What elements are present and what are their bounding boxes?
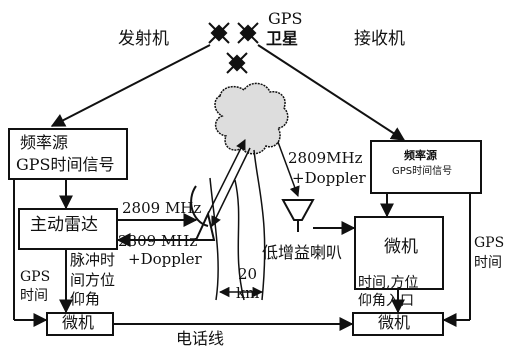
radar-dish-icon bbox=[194, 210, 216, 241]
doppler-right-label: +Doppler bbox=[292, 169, 366, 187]
satellite-to-receiver-arrow bbox=[257, 44, 406, 141]
distance-value-label: 20 bbox=[238, 265, 258, 283]
transmitter-label: 发射机 bbox=[118, 29, 169, 49]
terrain-line bbox=[253, 149, 266, 301]
gps-satellite-icon bbox=[208, 22, 259, 74]
distance-unit-label: km bbox=[236, 284, 260, 302]
bottom-right-computer-label: 微机 bbox=[378, 313, 411, 332]
left-freq-source-line1: 频率源 bbox=[20, 133, 69, 152]
terrain-line bbox=[234, 179, 245, 301]
active-radar-label: 主动雷达 bbox=[30, 215, 98, 235]
time-azimuth-line1: 时间,方位 bbox=[358, 275, 419, 291]
radar-beam-arrow bbox=[204, 139, 246, 221]
gps-satellite-label-line2: 卫星 bbox=[266, 29, 299, 48]
receiver-computer-box bbox=[354, 216, 444, 290]
active-radar-box bbox=[18, 208, 118, 250]
bottom-left-computer-box bbox=[46, 312, 114, 336]
right-freq-source-line2: GPS时间信号 bbox=[392, 166, 453, 177]
receiver-label: 接收机 bbox=[354, 29, 405, 49]
scatter-to-horn-arrow bbox=[277, 141, 300, 197]
gps-time-right-line1: GPS bbox=[474, 235, 505, 251]
gps-time-left-line1: GPS bbox=[20, 269, 51, 285]
gps-time-right-line2: 时间 bbox=[474, 255, 502, 271]
bottom-left-computer-label: 微机 bbox=[62, 313, 95, 332]
storm-cloud-icon bbox=[214, 82, 289, 155]
echo-return-arrow bbox=[211, 147, 251, 227]
tx-frequency-label: 2809 MHz bbox=[122, 199, 202, 217]
pulse-info-line3: 仰角 bbox=[70, 290, 101, 308]
terrain-line bbox=[209, 177, 219, 301]
gps-time-left-line2: 时间 bbox=[20, 288, 48, 304]
doppler-left-label: +Doppler bbox=[128, 250, 202, 268]
time-azimuth-line2: 仰角入口 bbox=[358, 293, 414, 309]
pulse-info-line2: 间方位 bbox=[70, 271, 116, 289]
right-frequency-label: 2809MHz bbox=[288, 149, 363, 167]
right-frequency-source-box bbox=[370, 140, 482, 194]
left-frequency-source-box bbox=[8, 128, 128, 180]
left-freq-source-line2: GPS时间信号 bbox=[16, 155, 115, 174]
phone-line-label: 电话线 bbox=[176, 329, 225, 348]
low-gain-horn-label: 低增益喇叭 bbox=[262, 243, 343, 262]
receiver-computer-label: 微机 bbox=[384, 237, 418, 257]
pulse-info-line1: 脉冲时 bbox=[70, 251, 116, 269]
rx-frequency-label: 2809 MHz bbox=[118, 232, 198, 250]
radar-reflector-icon bbox=[190, 185, 209, 227]
bottom-right-computer-box bbox=[352, 312, 444, 336]
right-freq-source-line1: 频率源 bbox=[404, 149, 437, 162]
horn-antenna-icon bbox=[281, 199, 315, 221]
satellite-to-transmitter-arrow bbox=[50, 44, 211, 127]
gps-satellite-label-line1: GPS bbox=[268, 9, 303, 28]
